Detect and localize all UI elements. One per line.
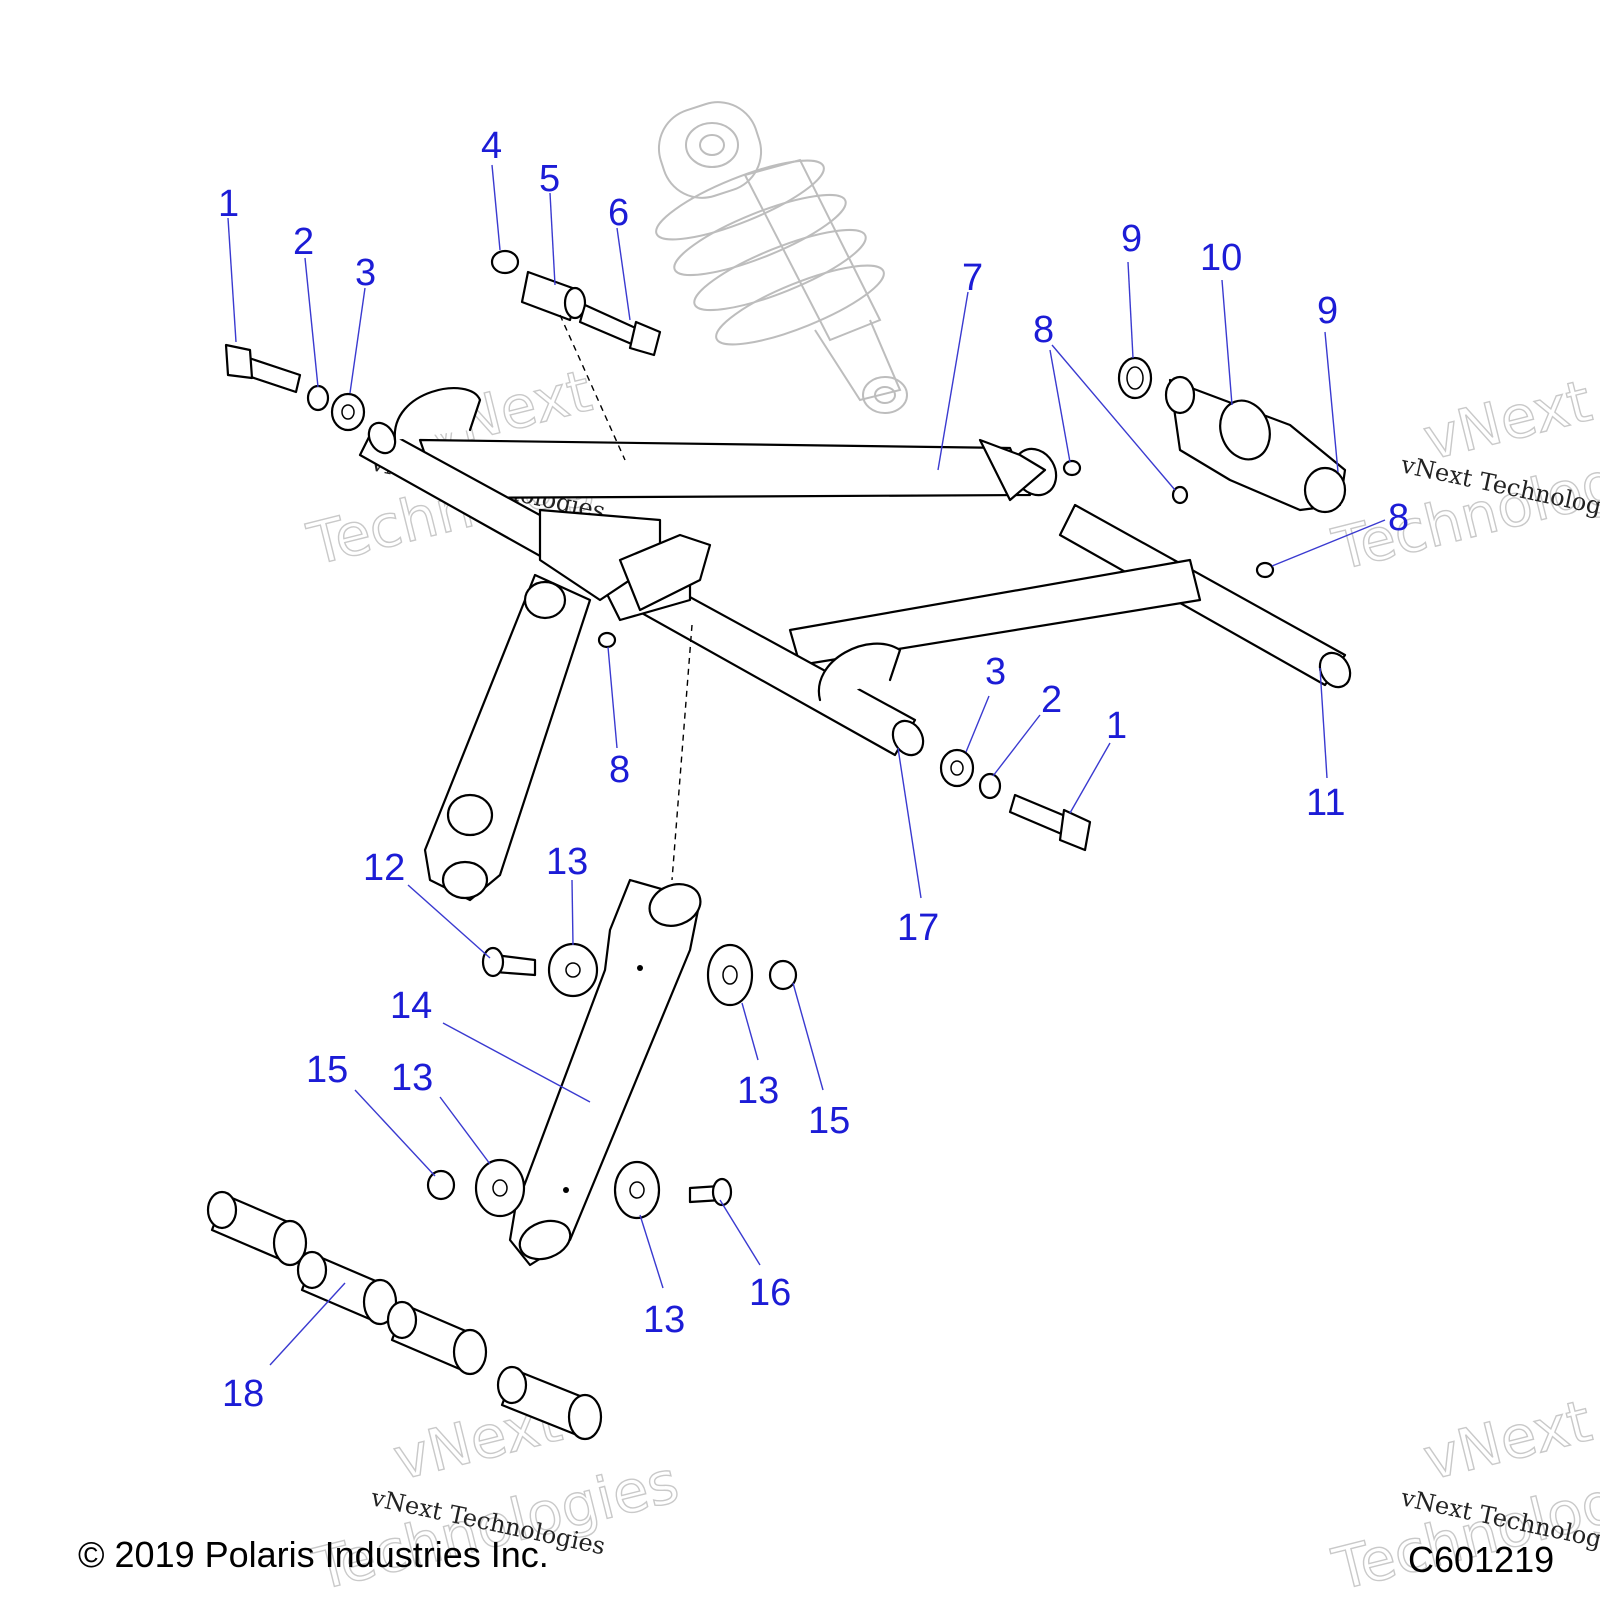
callout-2: 2 — [293, 221, 314, 263]
swing-arm-frame — [358, 387, 1352, 757]
bracket-assembly — [1164, 375, 1347, 514]
callout-7: 7 — [962, 257, 983, 299]
callout-18: 18 — [222, 1373, 264, 1415]
callout-labels: 1 2 3 4 5 6 7 8 9 10 9 8 3 2 1 8 11 12 1… — [218, 125, 1409, 1415]
callout-8: 8 — [1388, 497, 1409, 539]
upper-link-arm — [423, 573, 592, 902]
callout-13: 13 — [546, 841, 588, 883]
callout-8: 8 — [609, 749, 630, 791]
callout-4: 4 — [481, 125, 502, 167]
callout-10: 10 — [1200, 237, 1242, 279]
shock-absorber-ghost — [655, 101, 908, 414]
callout-17: 17 — [897, 907, 939, 949]
callout-12: 12 — [363, 847, 405, 889]
fasteners — [224, 249, 1275, 1220]
watermark-top-right: vNext Technologies vNext Technologies — [1325, 366, 1600, 585]
callout-15: 15 — [808, 1100, 850, 1142]
callout-1: 1 — [1106, 705, 1127, 747]
leader-lines — [227, 164, 1386, 1366]
callout-9: 9 — [1317, 290, 1338, 332]
copyright-notice: © 2019 Polaris Industries Inc. — [78, 1534, 549, 1575]
callout-5: 5 — [539, 158, 560, 200]
callout-16: 16 — [749, 1272, 791, 1314]
callout-8: 8 — [1033, 309, 1054, 351]
callout-15: 15 — [306, 1049, 348, 1091]
diagram-code: C601219 — [1408, 1539, 1554, 1580]
callout-1: 1 — [218, 183, 239, 225]
bushings — [206, 1190, 603, 1441]
callout-13: 13 — [737, 1070, 779, 1112]
lower-link-arm — [508, 878, 702, 1267]
callout-2: 2 — [1041, 679, 1062, 721]
callout-3: 3 — [355, 252, 376, 294]
callout-9: 9 — [1121, 218, 1142, 260]
callout-3: 3 — [985, 651, 1006, 693]
callout-13: 13 — [643, 1299, 685, 1341]
callout-13: 13 — [391, 1057, 433, 1099]
alignment-lines — [559, 314, 693, 881]
callout-6: 6 — [608, 192, 629, 234]
callout-14: 14 — [390, 985, 432, 1027]
callout-11: 11 — [1306, 782, 1345, 824]
